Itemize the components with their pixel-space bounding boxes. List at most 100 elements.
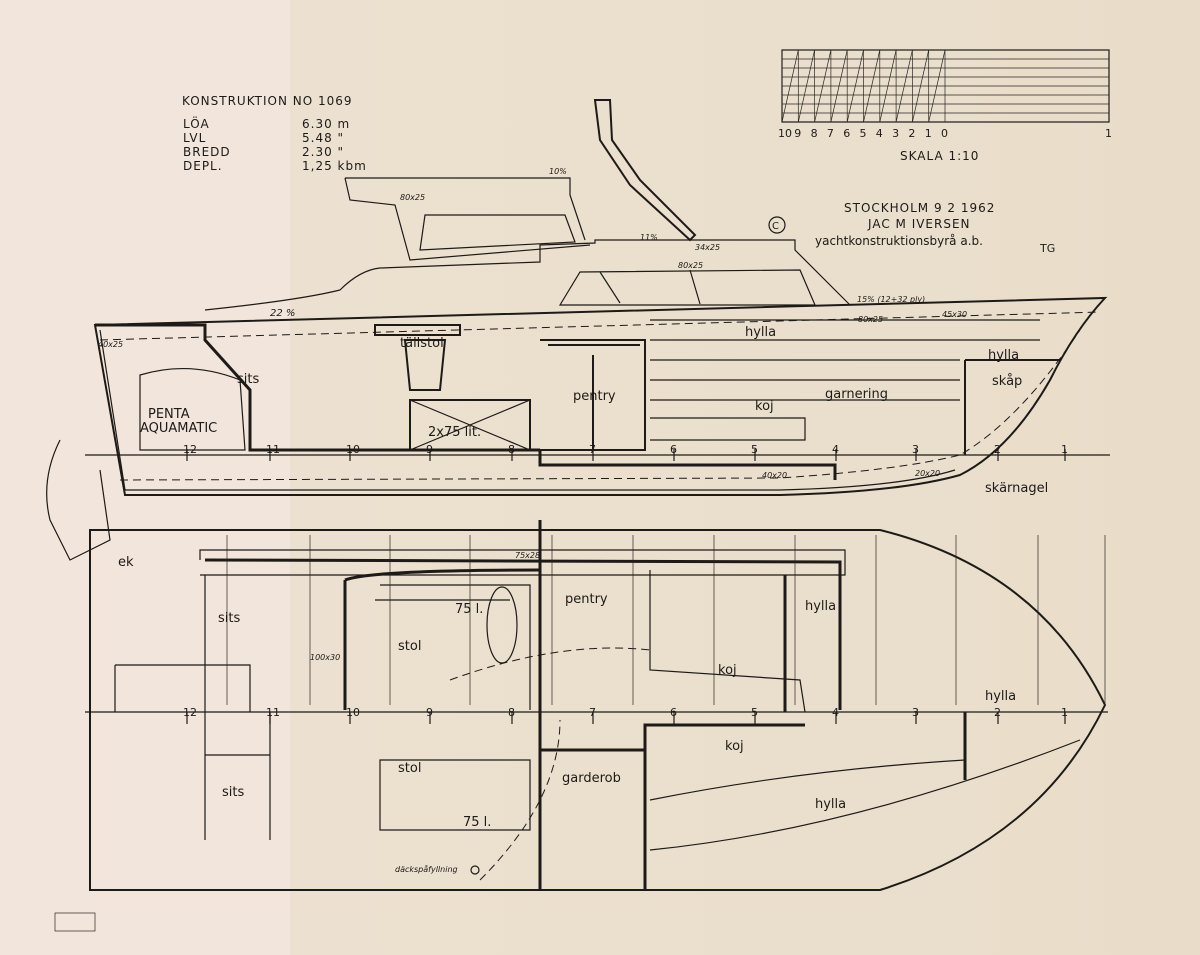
plan-outline <box>89 529 1107 891</box>
label-tallstol: tällstol <box>400 336 444 351</box>
designer-name: JAC M IVERSEN <box>867 217 971 231</box>
profile-station-number: 2 <box>994 443 1001 456</box>
label-sits: sits <box>218 611 240 626</box>
label-stol: stol <box>398 639 421 654</box>
plan-station-number: 7 <box>589 706 596 719</box>
archive-stamp <box>54 912 96 932</box>
label-koj: koj <box>718 663 737 678</box>
cockpit-bulkhead <box>95 323 540 452</box>
hardtop <box>344 177 591 261</box>
firm-name: yachtkonstruktionsbyrå a.b. <box>815 234 983 248</box>
profile-station-number: 7 <box>589 443 596 456</box>
label-koj: koj <box>755 399 774 414</box>
dimension-note: 80x25 <box>858 315 883 324</box>
label-hylla-2: hylla <box>985 689 1016 704</box>
scale-tick: 6 <box>843 127 850 140</box>
profile-station-number: 11 <box>266 443 280 456</box>
label-ek: ek <box>118 555 134 570</box>
profile-station-number: 3 <box>912 443 919 456</box>
plan-station-number: 12 <box>183 706 197 719</box>
plan-station-number: 3 <box>912 706 919 719</box>
place-date: STOCKHOLM 9 2 1962 <box>844 201 995 215</box>
spec-value: 5.48 " <box>302 131 344 145</box>
copyright-circle <box>768 216 786 234</box>
plan-station-number: 8 <box>508 706 515 719</box>
plan-view: 12 11 10 9 8 7 6 5 4 3 2 1 ek sits sits stol stol 7… <box>85 520 1108 891</box>
label-hylla: hylla <box>745 325 776 340</box>
profile-station-number: 4 <box>832 443 839 456</box>
label-roof-pct: 22 % <box>270 308 295 319</box>
label-tank-2: 75 l. <box>463 815 491 830</box>
spec-value: 6.30 m <box>302 117 350 131</box>
spec-value: 2.30 " <box>302 145 344 159</box>
plan-station-number: 10 <box>346 706 360 719</box>
spec-label: LVL <box>183 131 206 145</box>
label-beam: 75x28 <box>515 551 540 560</box>
plan-station-number: 6 <box>670 706 677 719</box>
label-skap: skåp <box>992 374 1022 389</box>
scale-tick: 3 <box>892 127 899 140</box>
dimension-note: 34x25 <box>695 243 720 252</box>
spec-label: LÖA <box>183 115 210 131</box>
scale-tick: 9 <box>794 127 801 140</box>
dimension-note: 40x25 <box>98 340 123 349</box>
spec-value: 1,25 kbm <box>302 159 367 173</box>
title-block: KONSTRUKTION NO 1069 LÖA 6.30 m LVL 5.48 " B… <box>182 94 1055 255</box>
label-beam-2: 100x30 <box>310 653 340 662</box>
dimension-note: 40x20 <box>762 471 787 480</box>
profile-station-number: 5 <box>751 443 758 456</box>
plan-station-number: 1 <box>1061 706 1068 719</box>
scale-tick: 4 <box>876 127 883 140</box>
profile-station-number: 12 <box>183 443 197 456</box>
plan-station-number: 9 <box>426 706 433 719</box>
label-pentry: pentry <box>573 389 616 404</box>
keel-line <box>125 469 956 491</box>
scale-tick: 10 <box>778 127 792 140</box>
scale-tick: 8 <box>811 127 818 140</box>
scale-tick: 0 <box>941 127 948 140</box>
label-tank: 75 l. <box>455 602 483 617</box>
spec-label: BREDD <box>183 145 231 159</box>
label-sits: sits <box>237 372 259 387</box>
initials: TG <box>1039 242 1055 255</box>
label-koj-2: koj <box>725 739 744 754</box>
scale-tick: 2 <box>908 127 915 140</box>
profile-station-number: 8 <box>508 443 515 456</box>
spec-label: DEPL. <box>183 159 223 173</box>
plan-station-number: 11 <box>266 706 280 719</box>
scale-tick: 1 <box>925 127 932 140</box>
label-hylla-3: hylla <box>815 797 846 812</box>
dimension-note: 15% (12+32 ply) <box>857 295 925 304</box>
label-engine-2: AQUAMATIC <box>140 421 217 436</box>
profile-station-number: 10 <box>346 443 360 456</box>
dimension-note: 11% <box>640 233 658 242</box>
cabin-outline <box>204 239 851 311</box>
scale-end-tick: 1 <box>1105 127 1112 140</box>
label-garderob: garderob <box>562 771 621 786</box>
dimension-note: 80x25 <box>678 261 703 270</box>
profile-station-number: 1 <box>1061 443 1068 456</box>
folding-chair <box>374 324 461 391</box>
label-sits-2: sits <box>222 785 244 800</box>
profile-station-number: 6 <box>670 443 677 456</box>
label-tank: 2x75 lit. <box>428 425 481 440</box>
mast <box>593 99 697 242</box>
scale-label: SKALA 1:10 <box>900 149 979 163</box>
label-garnering: garnering <box>825 387 888 402</box>
plan-station-number: 5 <box>751 706 758 719</box>
copyright-mark: C <box>772 221 779 232</box>
scale-tick: 7 <box>827 127 834 140</box>
label-stol-2: stol <box>398 761 421 776</box>
label-skarnagel: skärnagel <box>985 481 1048 496</box>
label-hylla-bow: hylla <box>988 348 1019 363</box>
plan-station-number: 2 <box>994 706 1001 719</box>
dimension-note: 10% <box>549 167 567 176</box>
plan-station-number: 4 <box>832 706 839 719</box>
construction-number: KONSTRUKTION NO 1069 <box>182 94 353 108</box>
dimension-note: 20x20 <box>915 469 940 478</box>
label-pentry: pentry <box>565 592 608 607</box>
